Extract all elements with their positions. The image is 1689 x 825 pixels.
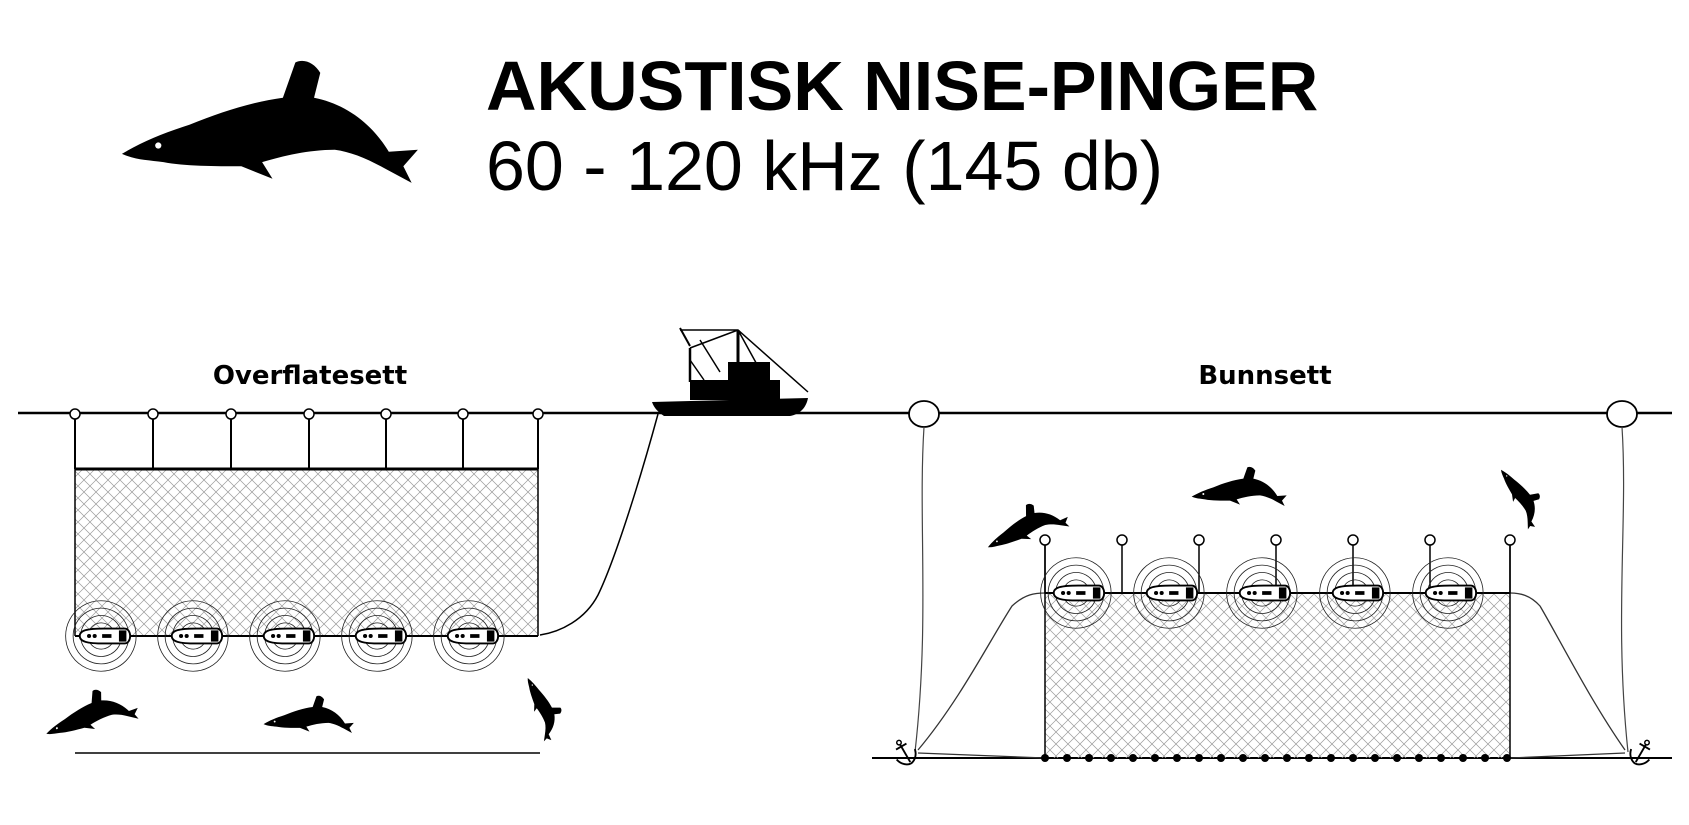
surface-set-net (69, 408, 544, 637)
surface-set-label: Overflatesett (213, 361, 407, 391)
mooring-line (1509, 592, 1626, 751)
pinger-icon (1331, 584, 1385, 602)
page-subtitle: 60 - 120 kHz (145 db) (486, 127, 1163, 205)
ground-line (917, 752, 1046, 759)
porpoise-icon (978, 492, 1072, 556)
pinger-icon (78, 627, 132, 645)
pinger-icon (1052, 584, 1106, 602)
porpoise-icon (263, 695, 354, 733)
pinger-icon (1424, 584, 1478, 602)
pinger-icon (262, 627, 316, 645)
mooring-line (917, 592, 1046, 751)
pinger-icon (1238, 584, 1292, 602)
fishing-vessel-icon (652, 327, 809, 416)
ground-line (1509, 752, 1626, 759)
pinger-icon (446, 627, 500, 645)
porpoise-icon (38, 680, 141, 743)
porpoise-icon (1191, 466, 1287, 506)
pinger-icon (354, 627, 408, 645)
bottom-set-net (1039, 534, 1516, 762)
porpoise-icon (521, 670, 571, 743)
tow-line (539, 413, 659, 636)
pinger-icon (1145, 584, 1199, 602)
buoy-line (1620, 426, 1629, 753)
anchor-icon (887, 734, 922, 770)
buoy-line (914, 426, 925, 753)
bottom-set-label: Bunnsett (1198, 361, 1331, 391)
buoy-icon (908, 400, 940, 428)
pinger-icon (170, 627, 224, 645)
header-porpoise-icon (121, 60, 418, 183)
buoy-icon (1606, 400, 1638, 428)
anchor-icon (1624, 734, 1659, 770)
porpoise-icon (1495, 459, 1553, 531)
page-title: AKUSTISK NISE-PINGER (486, 47, 1318, 125)
